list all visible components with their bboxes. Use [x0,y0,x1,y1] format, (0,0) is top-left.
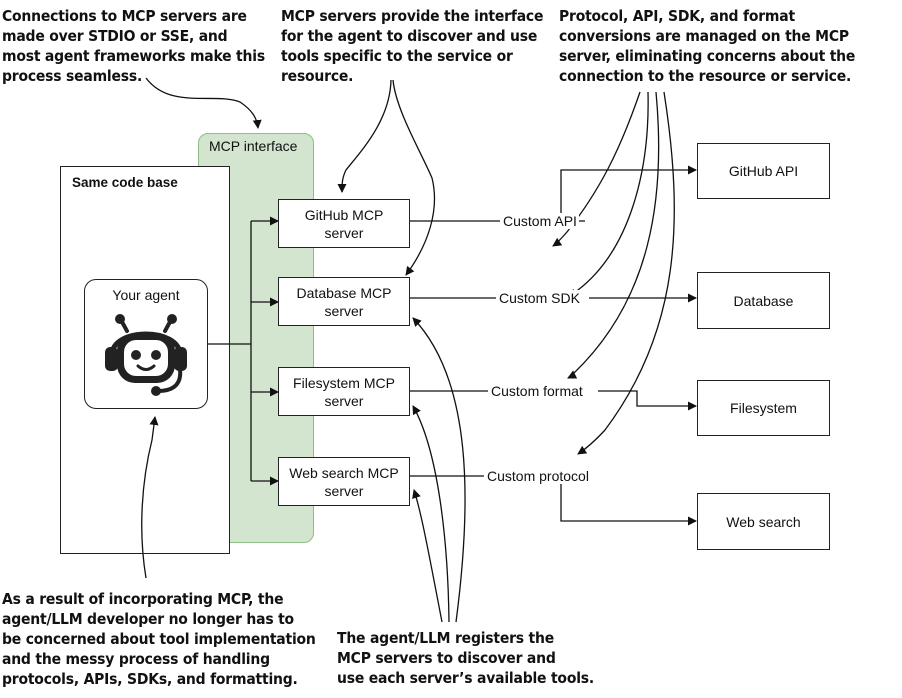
database-mcp-server: Database MCP server [278,277,410,326]
custom-api-label: Custom API [501,213,579,229]
database-resource: Database [697,272,830,329]
annotation-registration: The agent/LLM registers the MCP servers … [337,629,594,687]
custom-format-label: Custom format [489,383,585,399]
github-mcp-server: GitHub MCP server [278,199,410,248]
custom-sdk-label: Custom SDK [497,290,582,306]
github-api-resource: GitHub API [697,143,830,199]
filesystem-mcp-server: Filesystem MCP server [278,367,410,416]
annotation-conversions: Protocol, API, SDK, and format conversio… [559,7,856,85]
annotation-developer-benefit: As a result of incorporating MCP, the ag… [2,590,316,688]
custom-protocol-label: Custom protocol [485,468,591,484]
codebase-label: Same code base [72,175,178,190]
web-search-mcp-server: Web search MCP server [278,457,410,506]
mcp-interface-label: MCP interface [209,138,298,154]
robot-headset-icon [105,314,187,396]
annotation-mcp-interface: MCP servers provide the interface for th… [281,7,544,85]
web-search-resource: Web search [697,493,830,550]
agent-label: Your agent [112,287,180,303]
filesystem-resource: Filesystem [697,380,830,436]
annotation-stdio-sse: Connections to MCP servers are made over… [2,7,265,85]
